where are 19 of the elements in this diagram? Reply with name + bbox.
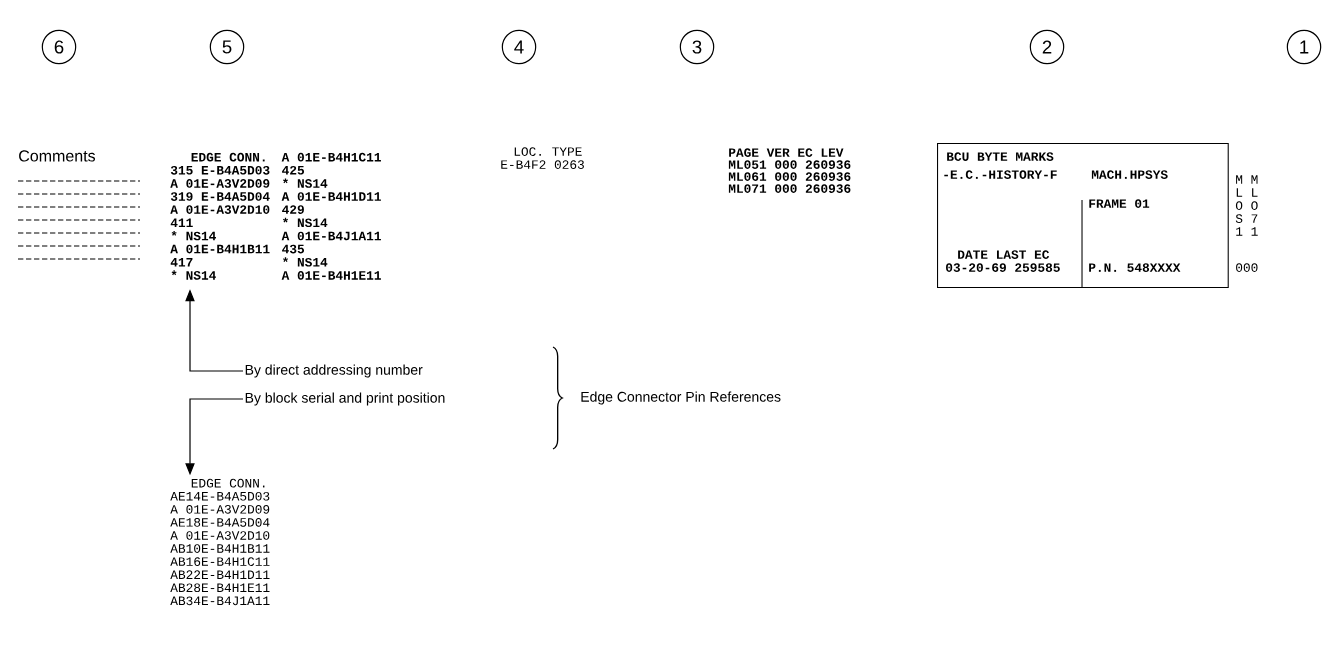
printout-text: P.N. 548XXXX	[1089, 263, 1181, 272]
bracket-label: Edge Connector Pin References	[581, 391, 781, 405]
printout-text: DATE LAST EC	[958, 250, 1050, 259]
printout-text: MACH.HPSYS	[1091, 170, 1168, 179]
printout-listing: EDGE CONN. A 01E-B4H1C11 315 E-B4A5D03 425 A 01E-A3V2D09 * NS14 319 E-B4A5D04 A 01E-B4H1D11 A 01E-A3V2D10 429 411 * NS14 * NS14 A 01E-B4J1A11 A 01E-B4H1B11 435 417 * NS14 * NS14 A 01E-B4H1E11	[170, 152, 381, 280]
printout-text: E-B4F2 0263	[501, 160, 584, 169]
printout-text: ML071 000 260936	[728, 184, 851, 193]
printout-listing: EDGE CONN. AE14E-B4A5D03 A 01E-A3V2D09 AE18E-B4A5D04 A 01E-A3V2D10 AB10E-B4H1B11 AB16E-B4H1C11 AB22E-B4H1D11 AB28E-B4H1E11 AB34E-B4J1A11	[170, 478, 270, 606]
printout-text: 03-20-69 259585	[946, 263, 1060, 272]
heading: Comments	[19, 150, 96, 162]
annotation-text: By direct addressing number	[245, 364, 423, 378]
printout-text: FRAME 01	[1089, 199, 1150, 208]
printout-text: BCU BYTE MARKS	[947, 152, 1054, 161]
annotation-text: By block serial and print position	[245, 392, 445, 406]
printout-text: ML051 000 260936	[728, 160, 851, 169]
printout-text: LOC. TYPE	[514, 147, 582, 156]
printout-text: PAGE VER EC LEV	[729, 148, 844, 157]
printout-text: -E.C.-HISTORY-F	[944, 170, 1057, 179]
printout-text: ML061 000 260936	[728, 172, 851, 181]
